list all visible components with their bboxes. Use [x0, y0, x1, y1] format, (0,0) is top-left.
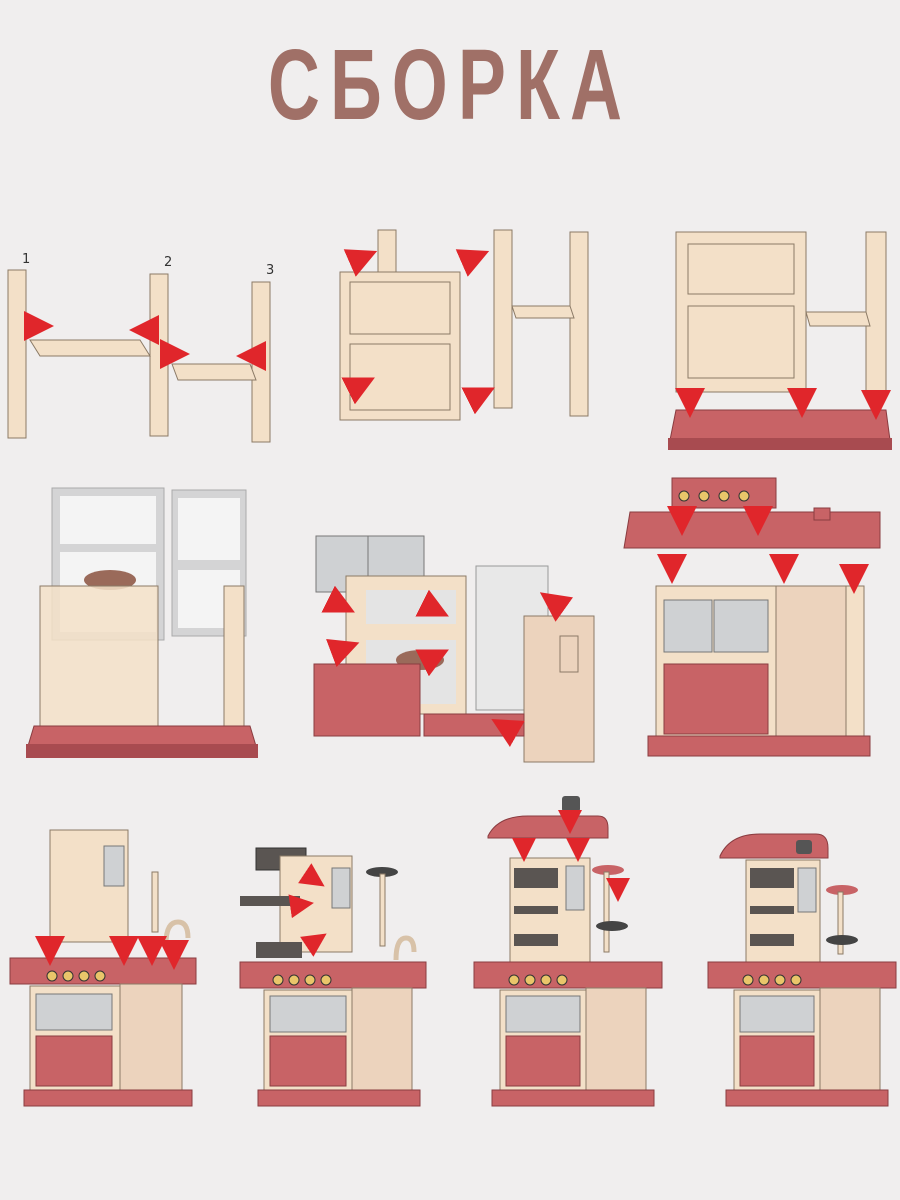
knob-icon	[678, 490, 690, 502]
fridge	[585, 987, 647, 1093]
step-3-panel	[668, 231, 892, 450]
step-6-panel	[623, 477, 881, 757]
arrow	[341, 377, 375, 405]
base	[647, 735, 871, 757]
post-3	[251, 281, 271, 443]
awning	[487, 815, 609, 839]
plate-holder	[596, 921, 628, 931]
step-1-panel: 1 2 3	[7, 252, 274, 443]
arrow	[415, 589, 449, 617]
knob-icon	[738, 490, 750, 502]
step-label-2: 2	[164, 255, 172, 270]
arrow	[298, 863, 325, 887]
base	[725, 1089, 889, 1107]
step-10-panel	[707, 833, 897, 1107]
fridge	[351, 987, 413, 1093]
front-frame	[339, 271, 461, 421]
step-label-1: 1	[22, 252, 30, 267]
step-2-panel	[339, 229, 589, 421]
step-4-panel	[26, 487, 258, 758]
stove	[671, 477, 777, 509]
base	[23, 1089, 193, 1107]
step-9-panel	[473, 796, 663, 1107]
arrow	[461, 387, 495, 415]
countertop	[623, 511, 881, 549]
utensil-rack	[240, 896, 300, 906]
plate-holder	[826, 935, 858, 945]
arrow	[300, 933, 327, 957]
arrow	[455, 249, 490, 277]
clock-icon	[796, 840, 812, 854]
arrow	[539, 592, 573, 622]
page-title: СБОРКА	[267, 29, 633, 141]
arrow	[321, 585, 355, 613]
countertop	[239, 961, 427, 989]
countertop	[473, 961, 663, 989]
cake-icon	[84, 570, 136, 590]
arrow	[343, 249, 378, 277]
fridge	[775, 585, 847, 743]
arrow	[288, 894, 314, 919]
knob-icon	[698, 490, 710, 502]
base	[27, 725, 257, 747]
step-label-3: 3	[266, 263, 274, 278]
plate-holder	[366, 867, 398, 877]
base	[257, 1089, 421, 1107]
countertop	[707, 961, 897, 989]
assembled-frame	[675, 231, 807, 393]
faucet-icon	[393, 935, 417, 961]
step-7-panel	[9, 829, 197, 1107]
shelf	[511, 305, 575, 319]
faucet-pole	[151, 871, 159, 933]
arrow	[326, 638, 360, 668]
post	[493, 229, 513, 409]
oven-door	[663, 663, 769, 735]
post	[865, 231, 887, 393]
fridge-door	[523, 615, 595, 763]
base	[491, 1089, 655, 1107]
oven-door	[313, 663, 421, 737]
clock-icon	[562, 796, 580, 812]
arrow	[415, 649, 449, 677]
step-5-panel	[313, 535, 595, 763]
post	[569, 231, 589, 417]
faucet-icon	[163, 919, 191, 945]
base	[423, 713, 525, 737]
step-8-panel	[239, 847, 427, 1107]
base	[669, 409, 891, 441]
shelf-2	[171, 363, 257, 381]
fridge	[119, 983, 183, 1093]
post-1	[7, 269, 27, 439]
shelf-1	[29, 339, 151, 357]
arrow	[491, 719, 525, 747]
frame	[39, 585, 159, 727]
shelf-rack	[256, 942, 302, 958]
knob-icon	[718, 490, 730, 502]
fridge	[819, 987, 881, 1093]
